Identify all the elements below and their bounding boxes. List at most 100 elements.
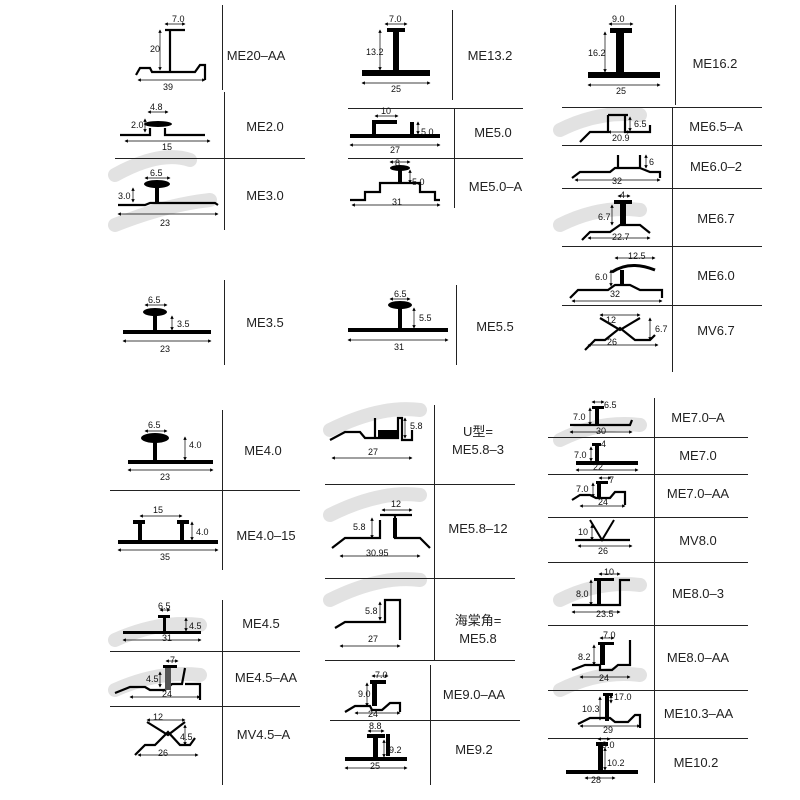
dim-label: 13.2 <box>366 47 384 57</box>
profile-me10_3aa: 17.0 10.3 29 <box>577 692 642 735</box>
dim-label: 12 <box>606 315 616 325</box>
dim-label: 4.5 <box>146 674 159 684</box>
label-me5_0: ME5.0 <box>474 125 512 140</box>
dim-label: 5.8 <box>410 421 423 431</box>
dim-label: 15 <box>153 505 163 515</box>
dim-label: 20.9 <box>612 133 630 143</box>
dim-label: 7 <box>609 475 614 485</box>
label-me5_8_12: ME5.8–12 <box>448 521 508 536</box>
label-me5_0a: ME5.0–A <box>468 179 523 194</box>
label-me7_0a: ME7.0–A <box>671 410 725 425</box>
profile-me7_0: 4 7.0 22 <box>574 439 639 472</box>
profile-me5_0: 10 5.0 27 <box>349 106 441 155</box>
label-me9_0aa: ME9.0–AA <box>442 687 506 702</box>
dim-label: 12 <box>391 499 401 509</box>
label-me20aa: ME20–AA <box>226 48 286 63</box>
dim-label: 6.5 <box>158 601 171 611</box>
dim-label: 4 <box>620 190 625 200</box>
profile-me5_8_12: 12 5.8 30.95 <box>331 499 431 558</box>
dim-label: 31 <box>162 633 172 643</box>
dim-label: 7.0 <box>576 484 589 494</box>
profile-me4_0_15: 15 4.0 35 <box>117 505 219 562</box>
dim-label: 32 <box>610 289 620 299</box>
profile-me5_0a: 8 5.0 31 <box>350 158 441 207</box>
label-me8_0_3: ME8.0–3 <box>671 586 725 601</box>
profile-me16_2: 9.0 16.2 25 <box>587 14 661 96</box>
label-me8_0aa: ME8.0–AA <box>666 650 730 665</box>
dim-label: 20 <box>150 44 160 54</box>
profile-me7_0aa: 7 7.0 24 <box>571 475 627 508</box>
label-me3_0: ME3.0 <box>246 188 284 203</box>
label-me3_5: ME3.5 <box>246 315 284 330</box>
dim-label: 24 <box>162 689 172 699</box>
label-me6_5a: ME6.5–A <box>689 119 743 134</box>
dim-label: 29 <box>603 725 613 735</box>
dim-label: 7.0 <box>573 412 586 422</box>
dim-label: 15 <box>162 142 172 152</box>
profile-me2_0: 4.8 2.0 15 <box>120 102 211 152</box>
dim-label: 26 <box>598 546 608 556</box>
dim-label: 17.0 <box>614 692 632 702</box>
dim-label: 5.0 <box>421 127 434 137</box>
profile-me9_2: 8.8 9.2 25 <box>344 721 408 771</box>
label-me13_2: ME13.2 <box>467 48 513 63</box>
dim-label: 6.5 <box>394 289 407 299</box>
dim-label: 4.8 <box>150 102 163 112</box>
profile-me7_0a: 6.5 7.0 30 <box>569 400 634 436</box>
profile-mv6_7: 12 6.7 26 <box>584 313 668 351</box>
dim-label: 22 <box>593 462 603 472</box>
dim-label: 12.5 <box>628 251 646 261</box>
label-me5_5: ME5.5 <box>476 319 514 334</box>
dim-label: 30 <box>596 426 606 436</box>
dim-label: 8.0 <box>576 589 589 599</box>
dim-label: 27 <box>390 145 400 155</box>
dim-label: 4.5 <box>180 732 193 742</box>
profile-me20aa: 7.0 20 39 <box>135 14 207 92</box>
dim-label: 10 <box>604 567 614 577</box>
dim-label: 9.0 <box>602 740 615 750</box>
dim-label: 30.95 <box>366 548 389 558</box>
label-me7_0: ME7.0 <box>679 448 717 463</box>
dim-label: 16.2 <box>588 48 606 58</box>
dim-label: 27 <box>368 634 378 644</box>
profile-me13_2: 7.0 13.2 25 <box>361 14 431 94</box>
dim-label: 23.5 <box>596 609 614 619</box>
dim-label: 32 <box>612 176 622 186</box>
profile-me3_5: 6.5 3.5 23 <box>122 295 212 354</box>
dim-label: 6 <box>649 157 654 167</box>
dim-label: 6.0 <box>595 272 608 282</box>
dim-label: 7.0 <box>389 14 402 24</box>
label-mv4_5a: MV4.5–A <box>236 727 291 742</box>
profile-me9_0aa: 7.0 9.0 24 <box>344 670 402 719</box>
dim-label: 23 <box>160 472 170 482</box>
profile-me4_5aa: 7 4.5 24 <box>114 655 202 700</box>
dim-label: 10 <box>381 106 391 116</box>
profile-me6_0: 12.5 6.0 32 <box>569 251 664 303</box>
dim-label: 24 <box>368 709 378 719</box>
dim-label: 6.5 <box>604 400 617 410</box>
dim-label: 24 <box>598 497 608 507</box>
dim-label: 8.8 <box>369 721 382 731</box>
label-me4_0_15: ME4.0–15 <box>236 528 296 543</box>
label-me4_5aa: ME4.5–AA <box>234 670 298 685</box>
profile-me8_0aa: 7.0 8.2 24 <box>571 630 632 683</box>
dim-label: 22.7 <box>612 232 630 242</box>
label-me10_2: ME10.2 <box>673 755 719 770</box>
dim-label: 28 <box>591 775 601 785</box>
label-me16_2: ME16.2 <box>692 56 738 71</box>
label-me7_0aa: ME7.0–AA <box>666 486 730 501</box>
dim-label: 5.5 <box>419 313 432 323</box>
dim-label: 6.7 <box>655 324 668 334</box>
dim-label: 10 <box>578 527 588 537</box>
label-me6_0_2: ME6.0–2 <box>689 159 743 174</box>
label-me4_5: ME4.5 <box>242 616 280 631</box>
dim-label: 25 <box>391 84 401 94</box>
label-me5_8_3: U型= ME5.8–3 <box>451 424 505 457</box>
profile-me5_8_3: 5.8 27 <box>329 416 423 460</box>
dim-label: 8 <box>395 158 400 168</box>
dim-label: 26 <box>158 748 168 758</box>
dim-label: 31 <box>394 342 404 352</box>
profile-me4_0: 6.5 4.0 23 <box>127 420 214 482</box>
label-mv8_0: MV8.0 <box>679 533 717 548</box>
